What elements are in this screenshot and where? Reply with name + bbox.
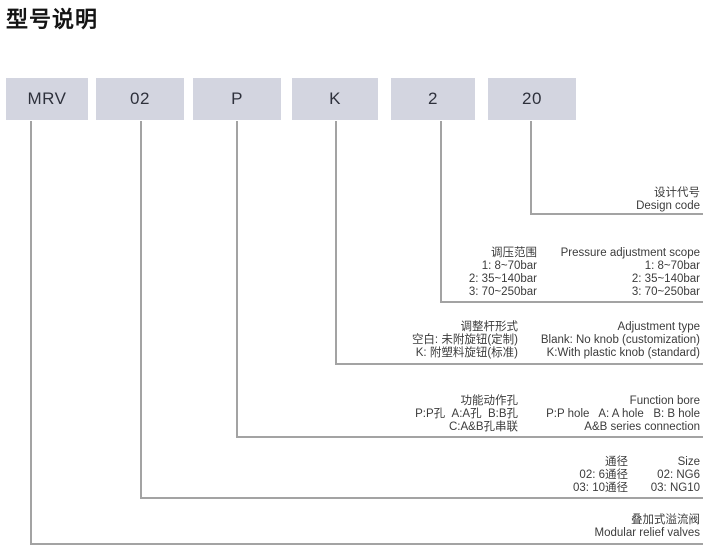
connector-hline-size — [140, 497, 703, 499]
header-en: Adjustment type — [617, 321, 700, 333]
section-adjustment-type: 调整杆形式 Adjustment type 空白: 未附旋钮(定制) Blank… — [412, 321, 700, 360]
header-en: Function bore — [629, 395, 700, 407]
section-header: 功能动作孔 Function bore — [415, 395, 701, 408]
function-bore-option-pab: P:P孔 A:A孔 B:B孔 P:P hole A: A hole B: B h… — [415, 408, 700, 421]
pressure-option-2: 2: 35~140bar 2: 35~140bar — [469, 273, 700, 286]
option-cn: C:A&B孔串联 — [448, 421, 518, 433]
option-cn: P:P孔 A:A孔 B:B孔 — [415, 408, 518, 420]
code-box-pressure-range: 2 — [391, 78, 475, 120]
adjustment-option-k: K: 附塑料旋钮(标准) K:With plastic knob (standa… — [412, 347, 700, 360]
function-bore-option-c: C:A&B孔串联 A&B series connection — [415, 421, 700, 434]
header-cn: 调整杆形式 — [460, 321, 519, 333]
option-cn: 2: 35~140bar — [468, 273, 537, 285]
pressure-option-1: 1: 8~70bar 1: 8~70bar — [469, 260, 700, 273]
option-en: Blank: No knob (customization) — [540, 334, 700, 346]
code-box-label: K — [329, 89, 341, 108]
page-title: 型号说明 — [6, 7, 99, 32]
code-box-label: MRV — [27, 89, 67, 108]
option-cn: K: 附塑料旋钮(标准) — [415, 347, 518, 359]
option-en: 3: 70~250bar — [631, 286, 700, 298]
header-cn: 通径 — [605, 456, 628, 468]
option-en: 03: NG10 — [650, 482, 700, 494]
connector-vline-function — [236, 121, 238, 438]
code-box-label: 20 — [522, 89, 542, 108]
option-en: P:P hole A: A hole B: B hole — [546, 408, 700, 420]
option-cn: 02: 6通径 — [579, 469, 628, 481]
connector-hline-adjustment — [335, 363, 703, 365]
product-name-en: Modular relief valves — [594, 527, 700, 539]
connector-hline-pressure — [440, 301, 703, 303]
section-product-name: 叠加式溢流阀 Modular relief valves — [595, 514, 700, 540]
adjustment-option-blank: 空白: 未附旋钮(定制) Blank: No knob (customizati… — [412, 334, 700, 347]
size-option-02: 02: 6通径 02: NG6 — [573, 469, 700, 482]
option-cn: 03: 10通径 — [573, 482, 628, 494]
section-function-bore: 功能动作孔 Function bore P:P孔 A:A孔 B:B孔 P:P h… — [415, 395, 700, 434]
connector-vline-series — [30, 121, 32, 545]
header-en: Size — [677, 456, 700, 468]
option-en: K:With plastic knob (standard) — [546, 347, 700, 359]
section-design-code: 设计代号 Design code — [636, 187, 700, 213]
section-pressure-scope: 调压范围 Pressure adjustment scope 1: 8~70ba… — [469, 247, 700, 299]
section-header: 通径 Size — [573, 456, 700, 469]
connector-hline-function — [236, 436, 703, 438]
connector-hline-product — [30, 543, 703, 545]
product-name-cn: 叠加式溢流阀 — [631, 514, 700, 526]
connector-vline-adjustment — [335, 121, 337, 365]
option-cn: 1: 8~70bar — [481, 260, 537, 272]
section-header: 调压范围 Pressure adjustment scope — [469, 247, 700, 260]
section-header: 调整杆形式 Adjustment type — [412, 321, 701, 334]
code-box-adjustment: K — [292, 78, 378, 120]
code-box-series: MRV — [6, 78, 88, 120]
option-cn: 3: 70~250bar — [468, 286, 537, 298]
header-cn: 调压范围 — [491, 247, 537, 259]
connector-vline-pressure — [440, 121, 442, 303]
connector-vline-design-code — [530, 121, 532, 215]
header-cn: 功能动作孔 — [460, 395, 519, 407]
design-code-label-en: Design code — [636, 200, 700, 212]
header-en: Pressure adjustment scope — [560, 247, 700, 259]
connector-vline-size — [140, 121, 142, 499]
option-en: A&B series connection — [584, 421, 700, 433]
code-box-function-bore: P — [193, 78, 281, 120]
option-cn: 空白: 未附旋钮(定制) — [411, 334, 518, 346]
size-option-03: 03: 10通径 03: NG10 — [573, 482, 700, 495]
code-box-label: 02 — [130, 89, 150, 108]
code-box-label: P — [231, 89, 243, 108]
pressure-option-3: 3: 70~250bar 3: 70~250bar — [469, 286, 700, 299]
code-box-design-code: 20 — [488, 78, 576, 120]
code-box-size: 02 — [96, 78, 184, 120]
option-en: 1: 8~70bar — [644, 260, 700, 272]
design-code-label-cn: 设计代号 — [654, 187, 700, 199]
option-en: 2: 35~140bar — [631, 273, 700, 285]
section-size: 通径 Size 02: 6通径 02: NG6 03: 10通径 03: NG1… — [573, 456, 700, 495]
option-en: 02: NG6 — [657, 469, 700, 481]
connector-hline-design-code — [530, 213, 703, 215]
code-box-label: 2 — [428, 89, 438, 108]
